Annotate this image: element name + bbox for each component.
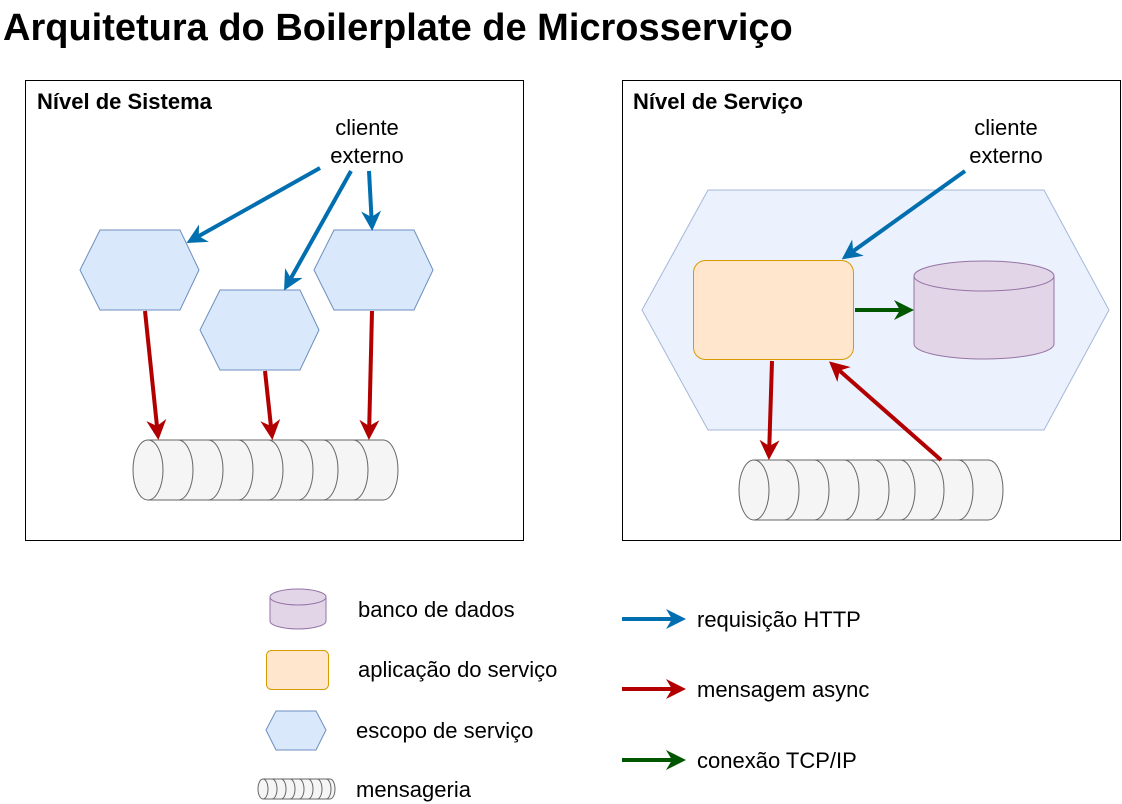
async-arrow-queue-to-app	[828, 361, 943, 462]
service-scope-hexagon-left	[79, 229, 200, 311]
service-panel-title: Nível de Serviço	[633, 89, 803, 114]
service-level-panel: Nível de Serviço cliente externo	[622, 80, 1121, 541]
legend-service-app-label: aplicação do serviço	[358, 657, 557, 682]
http-arrow-to-service-app	[841, 169, 967, 260]
legend-database-icon	[269, 588, 327, 630]
service-client-label-line1: cliente	[974, 115, 1038, 140]
async-arrow-app-to-queue	[759, 360, 780, 460]
legend-database-label: banco de dados	[358, 597, 515, 622]
legend-messaging-label: mensageria	[356, 777, 472, 802]
service-application-box	[693, 260, 854, 360]
system-panel-title: Nível de Sistema	[37, 89, 213, 114]
http-arrow-to-middle-hexagon	[284, 170, 353, 291]
service-message-queue	[738, 459, 1004, 521]
legend-async-label: mensagem async	[697, 677, 869, 702]
service-client-label-line2: externo	[969, 143, 1042, 168]
legend-service-app-icon	[266, 650, 329, 690]
diagram-title: Arquitetura do Boilerplate de Microsserv…	[3, 7, 793, 49]
async-arrow-left-to-queue	[143, 310, 167, 440]
legend-messaging-icon	[257, 778, 336, 800]
system-level-panel: Nível de Sistema cliente externo	[25, 80, 524, 541]
legend-tcp-label: conexão TCP/IP	[697, 748, 857, 773]
system-client-label-line2: externo	[330, 143, 403, 168]
system-message-queue	[132, 439, 399, 501]
service-scope-hexagon-middle	[199, 289, 320, 371]
async-arrow-right-to-queue	[359, 310, 380, 440]
http-arrow-to-left-hexagon	[186, 166, 321, 243]
async-arrow-middle-to-queue	[260, 370, 281, 440]
system-client-label-line1: cliente	[335, 115, 399, 140]
legend: banco de dados aplicação do serviço esco…	[257, 588, 869, 802]
legend-service-scope-label: escopo de serviço	[356, 718, 533, 743]
legend-service-scope-icon	[265, 710, 327, 751]
http-arrow-to-right-hexagon	[361, 170, 382, 231]
service-scope-hexagon-right	[313, 229, 434, 311]
service-database-cylinder	[913, 260, 1055, 360]
legend-http-label: requisição HTTP	[697, 607, 861, 632]
